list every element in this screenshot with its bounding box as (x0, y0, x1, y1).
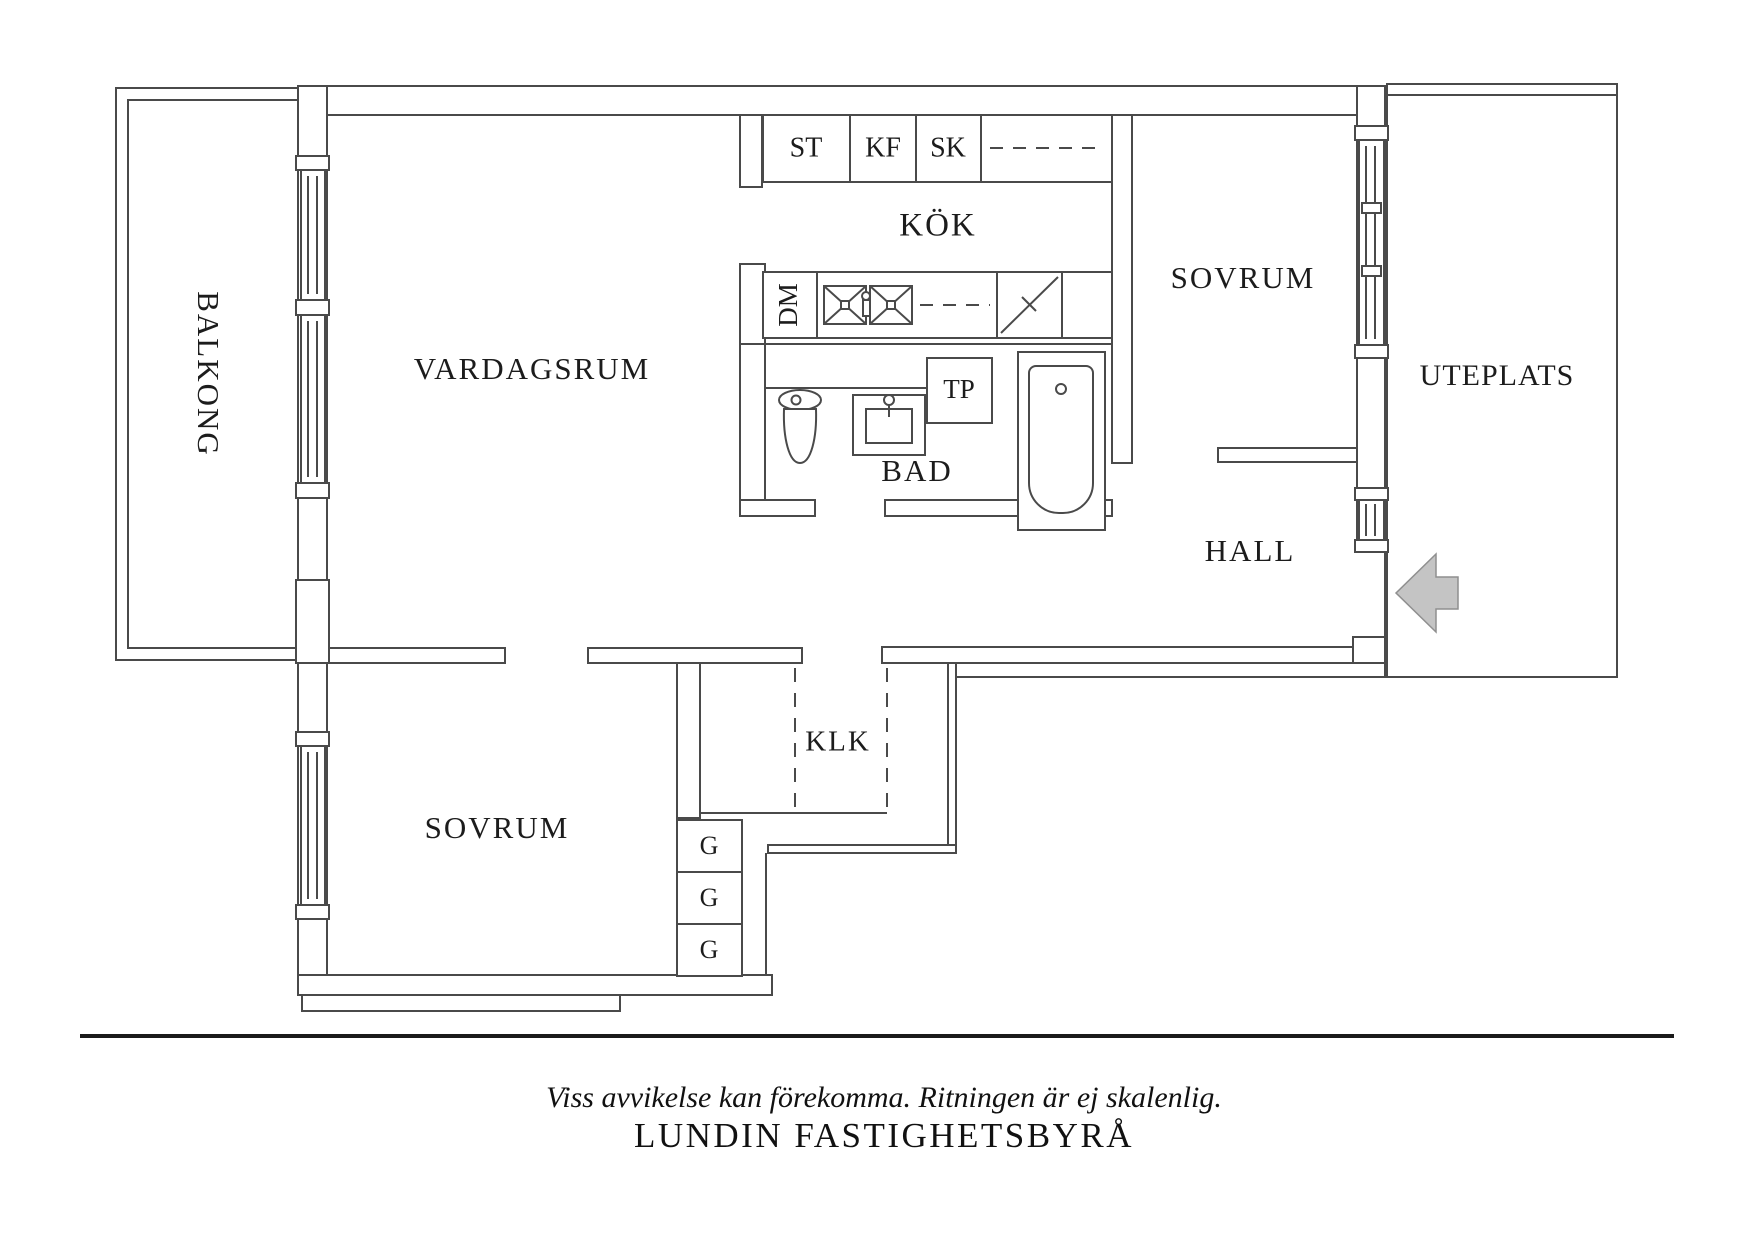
kitchen-cabinets (762, 114, 1113, 339)
window-sill (1354, 344, 1389, 359)
sink-icon (823, 285, 913, 325)
wall-hall-bottom (881, 646, 1359, 664)
room-label-bath: BAD (881, 453, 952, 488)
tp-closet-box (926, 357, 993, 424)
wall-klk-top (587, 647, 803, 664)
wall-kitchen-bath-left (739, 263, 766, 517)
window-sill (1354, 487, 1389, 501)
window-pier (295, 299, 330, 316)
footer-brand: LUNDIN FASTIGHETSBYRÅ (634, 1116, 1134, 1155)
window-sill (295, 731, 330, 747)
wardrobe-label-2: G (700, 883, 719, 912)
window-mullion (1361, 265, 1382, 277)
room-label-bedroom1: SOVRUM (1171, 260, 1316, 295)
room-label-kitchen: KÖK (899, 208, 977, 244)
room-label-bedroom2: SOVRUM (425, 810, 570, 845)
wall-bottom-step-outline (301, 995, 621, 1012)
washbasin-icon (852, 394, 926, 456)
fixture-label-kf: KF (865, 132, 901, 163)
wall-entry-step (1352, 636, 1386, 664)
window-bedroom1 (1358, 139, 1385, 346)
wall-klk-left (676, 662, 701, 819)
wardrobe-label-1: G (700, 831, 719, 860)
toilet-icon (778, 389, 822, 465)
window-mullion (1361, 202, 1382, 214)
bathtub-icon (1017, 351, 1106, 531)
wall-corridor-bottom (767, 844, 957, 854)
wall-kitchen-stub (739, 114, 763, 188)
window-sill (295, 904, 330, 920)
fixture-label-st: ST (790, 132, 823, 163)
room-label-patio: UTEPLATS (1420, 359, 1575, 392)
patio-outer-edge (1386, 83, 1618, 678)
entrance-arrow-icon (1394, 552, 1459, 634)
wall-kitchen-bedroom-divider (1111, 114, 1133, 464)
footer-disclaimer: Viss avvikelse kan förekomma. Ritningen … (546, 1081, 1222, 1114)
window-sill (295, 482, 330, 499)
room-label-living: VARDAGSRUM (414, 351, 651, 386)
wardrobe-label-3: G (700, 935, 719, 964)
patio-outline (1386, 83, 1618, 678)
wall-top-exterior (297, 85, 1386, 116)
bathroom-fixtures (778, 351, 1106, 531)
room-label-closet: KLK (805, 726, 871, 758)
wall-bath-bottom-left (739, 499, 816, 517)
window-bedroom2 (300, 745, 326, 906)
balcony-inner-edge (127, 99, 298, 649)
cabinet-row-upper (762, 114, 1113, 183)
wall-junction-block (295, 579, 330, 664)
window-balcony-1 (300, 169, 326, 301)
window-balcony-2 (300, 314, 326, 484)
wall-corridor-right (947, 662, 957, 853)
stove-icon (1000, 276, 1059, 334)
wardrobe-box-1 (676, 819, 743, 873)
wardrobe-box-3 (676, 923, 743, 977)
faucet-icon (862, 299, 871, 317)
wall-bedroom1-bottom (1217, 447, 1358, 463)
wall-bedroom2-bottom (297, 974, 773, 996)
klk-and-wardrobes (676, 668, 888, 977)
fixture-label-sk: SK (930, 132, 966, 163)
counter-row-lower (762, 271, 1113, 339)
window-entry (1358, 499, 1385, 541)
room-label-balcony: BALKONG (191, 291, 226, 457)
fixture-label-tp: TP (943, 374, 975, 404)
room-label-hall: HALL (1205, 533, 1296, 568)
window-sill (1354, 539, 1389, 553)
windows (295, 125, 1389, 920)
fixture-label-dm: DM (773, 283, 803, 327)
window-sill (295, 155, 330, 171)
window-sill (1354, 125, 1389, 141)
